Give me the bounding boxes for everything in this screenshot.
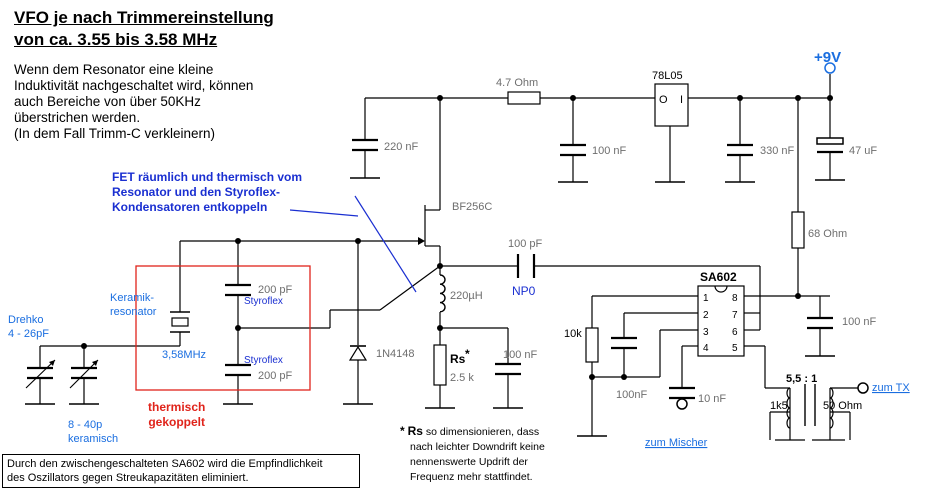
fet-note-line: FET räumlich und thermisch vom bbox=[112, 170, 303, 184]
tx-label[interactable]: zum TX bbox=[872, 382, 910, 394]
description-line: überstrichen werden. bbox=[14, 110, 141, 125]
rs-dimension-note: * Rs so dimensionieren, dass nach leicht… bbox=[400, 424, 545, 485]
c100nf-c-label: 100nF bbox=[616, 389, 647, 401]
ic-pin-8: 8 bbox=[732, 293, 738, 304]
ic-pin-2: 2 bbox=[703, 310, 709, 321]
fet-gate-arrow bbox=[418, 237, 425, 245]
ic-pin-3: 3 bbox=[703, 327, 709, 338]
drehko-label: Drehko bbox=[8, 314, 43, 326]
rs-note-line: nach leichter Downdrift keine bbox=[410, 441, 545, 453]
np0-label: NP0 bbox=[512, 284, 536, 298]
ic-notch bbox=[714, 285, 728, 293]
c100n-a-label: 100 nF bbox=[592, 145, 627, 157]
title-line-1: VFO je nach Trimmereinstellung bbox=[14, 8, 274, 27]
thermal-coupling-box bbox=[135, 265, 311, 391]
resonator-frequency: 3,58MHz bbox=[162, 349, 206, 361]
fet-note-line: Resonator und den Styroflex- bbox=[112, 185, 281, 199]
regulator-label: 78L05 bbox=[652, 70, 683, 82]
rs-note-line: so dimensionieren, dass bbox=[425, 426, 540, 438]
c100n-d-label: 100 nF bbox=[842, 316, 877, 328]
ic-label: SA602 bbox=[700, 270, 737, 284]
styroflex-1-label: Styroflex bbox=[244, 296, 283, 307]
sa602-note-line: des Oszillators gegen Streukapazitäten e… bbox=[7, 472, 249, 484]
sa602-note-line: Durch den zwischengeschalteten SA602 wir… bbox=[7, 458, 323, 470]
variable-capacitor-arrows bbox=[25, 359, 99, 389]
isolation-marker bbox=[289, 195, 417, 293]
ohm50-label: 50 Ohm bbox=[823, 400, 862, 412]
description-line: auch Bereiche von über 50KHz bbox=[14, 94, 201, 109]
r1k5-label: 1k5 bbox=[770, 400, 788, 412]
inductor-label: 220µH bbox=[450, 290, 483, 302]
resistor-rs bbox=[433, 344, 447, 386]
regulator-out-pin: O bbox=[659, 94, 668, 106]
supply-label: +9V bbox=[814, 49, 841, 66]
resonator-label-1: Keramik- bbox=[110, 292, 154, 304]
resistor-68-ohm bbox=[791, 211, 805, 249]
styroflex-2-label: Styroflex bbox=[244, 355, 283, 366]
description-line: Wenn dem Resonator eine kleine bbox=[14, 62, 214, 77]
tx-terminal bbox=[857, 382, 869, 394]
ic-pin-4: 4 bbox=[703, 343, 709, 354]
r47-label: 4.7 Ohm bbox=[496, 77, 538, 89]
rs-note-line: nennenswerte Updrift der bbox=[410, 456, 528, 468]
regulator-78l05 bbox=[654, 83, 689, 127]
thermal-note-line: gekoppelt bbox=[148, 415, 206, 429]
ic-pin-6: 6 bbox=[732, 327, 738, 338]
ic-pin-1: 1 bbox=[703, 293, 709, 304]
description-line: (In dem Fall Trimm-C verkleinern) bbox=[14, 126, 216, 141]
trimmer-type-label: keramisch bbox=[68, 433, 118, 445]
fet-note: FET räumlich und thermisch vom Resonator… bbox=[112, 170, 302, 215]
ic-pin-7: 7 bbox=[732, 310, 738, 321]
thermal-note-line: thermisch bbox=[148, 400, 206, 414]
resistor-4-7-ohm bbox=[507, 91, 541, 105]
transformer-ratio: 5,5 : 1 bbox=[786, 373, 817, 385]
mixer-label[interactable]: zum Mischer bbox=[645, 437, 708, 449]
ceramic-resonator bbox=[171, 317, 189, 327]
resonator-label-2: resonator bbox=[110, 306, 157, 318]
c330n-label: 330 nF bbox=[760, 145, 795, 157]
fet-note-line: Kondensatoren entkoppeln bbox=[112, 200, 268, 214]
description-line: Induktivität nachgeschaltet wird, können bbox=[14, 78, 254, 93]
electrolytic-capacitor bbox=[816, 137, 844, 145]
ground-symbols bbox=[25, 177, 845, 437]
styroflex-1-value: 200 pF bbox=[258, 284, 293, 296]
supply-terminal bbox=[824, 62, 836, 74]
inductor-220uh bbox=[439, 274, 446, 313]
drehko-range-label: 4 - 26pF bbox=[8, 328, 49, 340]
c10n-label: 10 nF bbox=[698, 393, 726, 405]
thermal-coupling-note: thermisch gekoppelt bbox=[148, 400, 205, 430]
c100n-b-label: 100 nF bbox=[503, 349, 538, 361]
resistor-10k bbox=[585, 327, 599, 363]
rs-star: * bbox=[465, 347, 470, 361]
description-paragraph: Wenn dem Resonator eine kleine Induktivi… bbox=[14, 62, 314, 142]
transformer-secondary bbox=[829, 387, 834, 429]
ic-pin-5: 5 bbox=[732, 343, 738, 354]
c220n-label: 220 nF bbox=[384, 141, 419, 153]
fet-label: BF256C bbox=[452, 201, 492, 213]
r10k-label: 10k bbox=[564, 328, 582, 340]
regulator-in-pin: I bbox=[680, 94, 683, 106]
mixer-terminal bbox=[676, 398, 688, 410]
rs-value: 2.5 k bbox=[450, 372, 474, 384]
wires bbox=[39, 74, 858, 441]
sa602-note-box: Durch den zwischengeschalteten SA602 wir… bbox=[2, 454, 360, 488]
junction-dots bbox=[81, 95, 833, 380]
styroflex-2-value: 200 pF bbox=[258, 370, 293, 382]
c100p-label: 100 pF bbox=[508, 238, 543, 250]
title-line-2: von ca. 3.55 bis 3.58 MHz bbox=[14, 30, 218, 49]
rs-note-star: * bbox=[400, 424, 405, 438]
trimmer-range-label: 8 - 40p bbox=[68, 419, 102, 431]
diode-1n4148 bbox=[348, 345, 368, 361]
transformer-primary bbox=[786, 387, 791, 429]
diode-label: 1N4148 bbox=[376, 348, 415, 360]
sa602-ic bbox=[697, 285, 745, 357]
rs-note-label: Rs bbox=[407, 424, 423, 438]
capacitor-plates bbox=[27, 138, 833, 400]
c47u-label: 47 uF bbox=[849, 145, 877, 157]
rs-label: Rs bbox=[450, 352, 466, 366]
rs-note-line: Frequenz mehr stattfindet. bbox=[410, 471, 533, 483]
r68-label: 68 Ohm bbox=[808, 228, 847, 240]
